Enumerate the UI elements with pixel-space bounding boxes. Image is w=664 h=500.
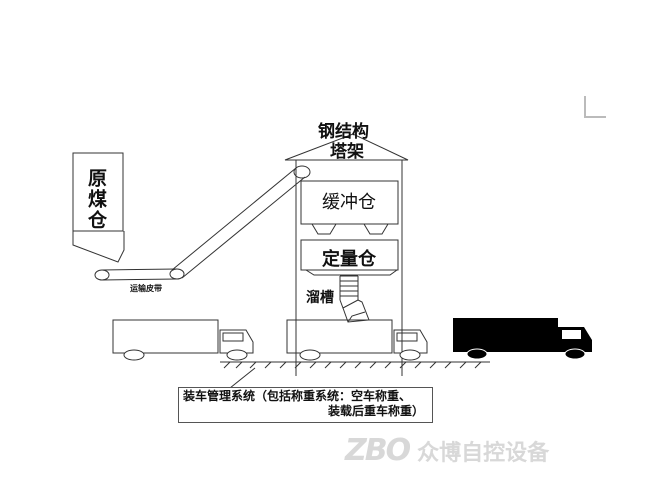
truck-right (453, 318, 592, 360)
steel-tower (284, 133, 409, 376)
corner-mark (584, 96, 606, 118)
ground (220, 361, 490, 389)
truck-left (112, 319, 254, 361)
steel-tower-label-line1: 钢结构 (318, 122, 369, 142)
watermark-text: 众博自控设备 (417, 440, 550, 466)
conveyor-belt-label: 运输皮带 (130, 283, 162, 293)
metering-bin-label: 定量仓 (322, 249, 376, 270)
loading-system-box (178, 387, 433, 423)
watermark: ZBO 众博自控设备 (345, 433, 549, 468)
loading-system-label-line2: 装载后重车称重） (328, 404, 425, 418)
raw-coal-bin-label: 原煤仓 (85, 168, 107, 231)
buffer-bin-label: 缓冲仓 (322, 192, 376, 213)
truck-center (286, 319, 428, 361)
conveyor-belt (94, 165, 311, 281)
metering-bin (300, 239, 399, 276)
raw-coal-bin (72, 152, 125, 263)
chute (339, 275, 370, 323)
buffer-bin (300, 180, 399, 235)
watermark-logo: ZBO (345, 433, 411, 468)
loading-system-label-line1: 装车管理系统（包括称重系统：空车称重、 (183, 389, 412, 403)
chute-label: 溜槽 (306, 290, 334, 306)
steel-tower-label-line2: 塔架 (330, 142, 364, 162)
